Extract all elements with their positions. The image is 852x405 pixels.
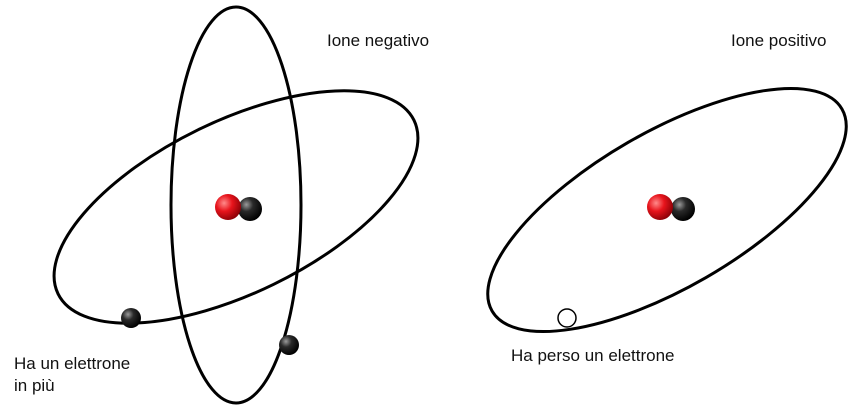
lost-electron-note: Ha perso un elettrone <box>511 346 675 365</box>
positive-ion-atom <box>486 86 848 334</box>
orbit-vertical <box>169 5 303 405</box>
positive-ion-label: Ione positivo <box>731 31 827 50</box>
missing-electron <box>557 308 577 328</box>
neutron <box>671 197 695 221</box>
extra-electron-note-line2: in più <box>14 376 55 395</box>
extra-electron <box>279 335 299 355</box>
orbit-tilted <box>52 89 420 325</box>
extra-electron-note-line1: Ha un elettrone <box>14 354 131 373</box>
proton <box>215 194 241 220</box>
electron <box>121 308 141 328</box>
negative-ion-atom <box>52 5 420 405</box>
orbit-tilted <box>486 86 848 334</box>
negative-ion-label: Ione negativo <box>327 31 430 50</box>
proton <box>647 194 673 220</box>
neutron <box>238 197 262 221</box>
